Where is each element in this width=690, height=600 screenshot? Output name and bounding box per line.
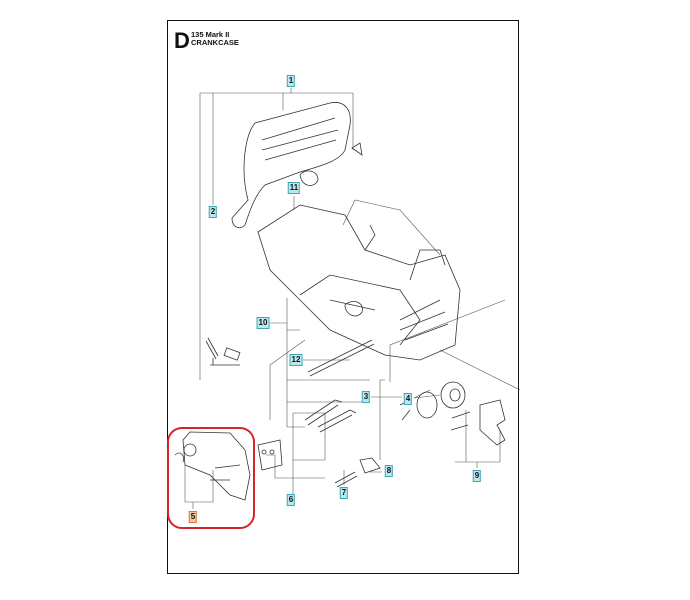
part-spring (205, 337, 241, 366)
callout-10[interactable]: 10 (256, 317, 270, 329)
callout-3[interactable]: 3 (361, 391, 371, 403)
diagram-frame (167, 20, 519, 574)
callout-8[interactable]: 8 (384, 465, 394, 477)
part-screw-plate (334, 457, 381, 488)
callout-11[interactable]: 11 (287, 182, 301, 194)
part-bolts (304, 399, 357, 433)
callout-5[interactable]: 5 (188, 511, 198, 523)
part-crankcase (257, 204, 461, 361)
callout-6[interactable]: 6 (286, 494, 296, 506)
callout-12[interactable]: 12 (289, 354, 303, 366)
callout-4[interactable]: 4 (403, 393, 413, 405)
part-handle (231, 102, 363, 229)
highlight-ring (167, 427, 255, 529)
part-clutch-cover (174, 431, 283, 501)
part-rod (307, 339, 375, 377)
assembly-title: CRANKCASE (191, 38, 239, 47)
leader-lines (184, 88, 521, 509)
callout-1[interactable]: 1 (286, 75, 296, 87)
model-name: 135 Mark II (191, 30, 230, 39)
part-bracket (450, 399, 506, 446)
callout-2[interactable]: 2 (208, 206, 218, 218)
diagram-title: 135 Mark II CRANKCASE (191, 31, 239, 47)
section-letter: D (174, 28, 190, 53)
callout-9[interactable]: 9 (472, 470, 482, 482)
callout-7[interactable]: 7 (339, 487, 349, 499)
